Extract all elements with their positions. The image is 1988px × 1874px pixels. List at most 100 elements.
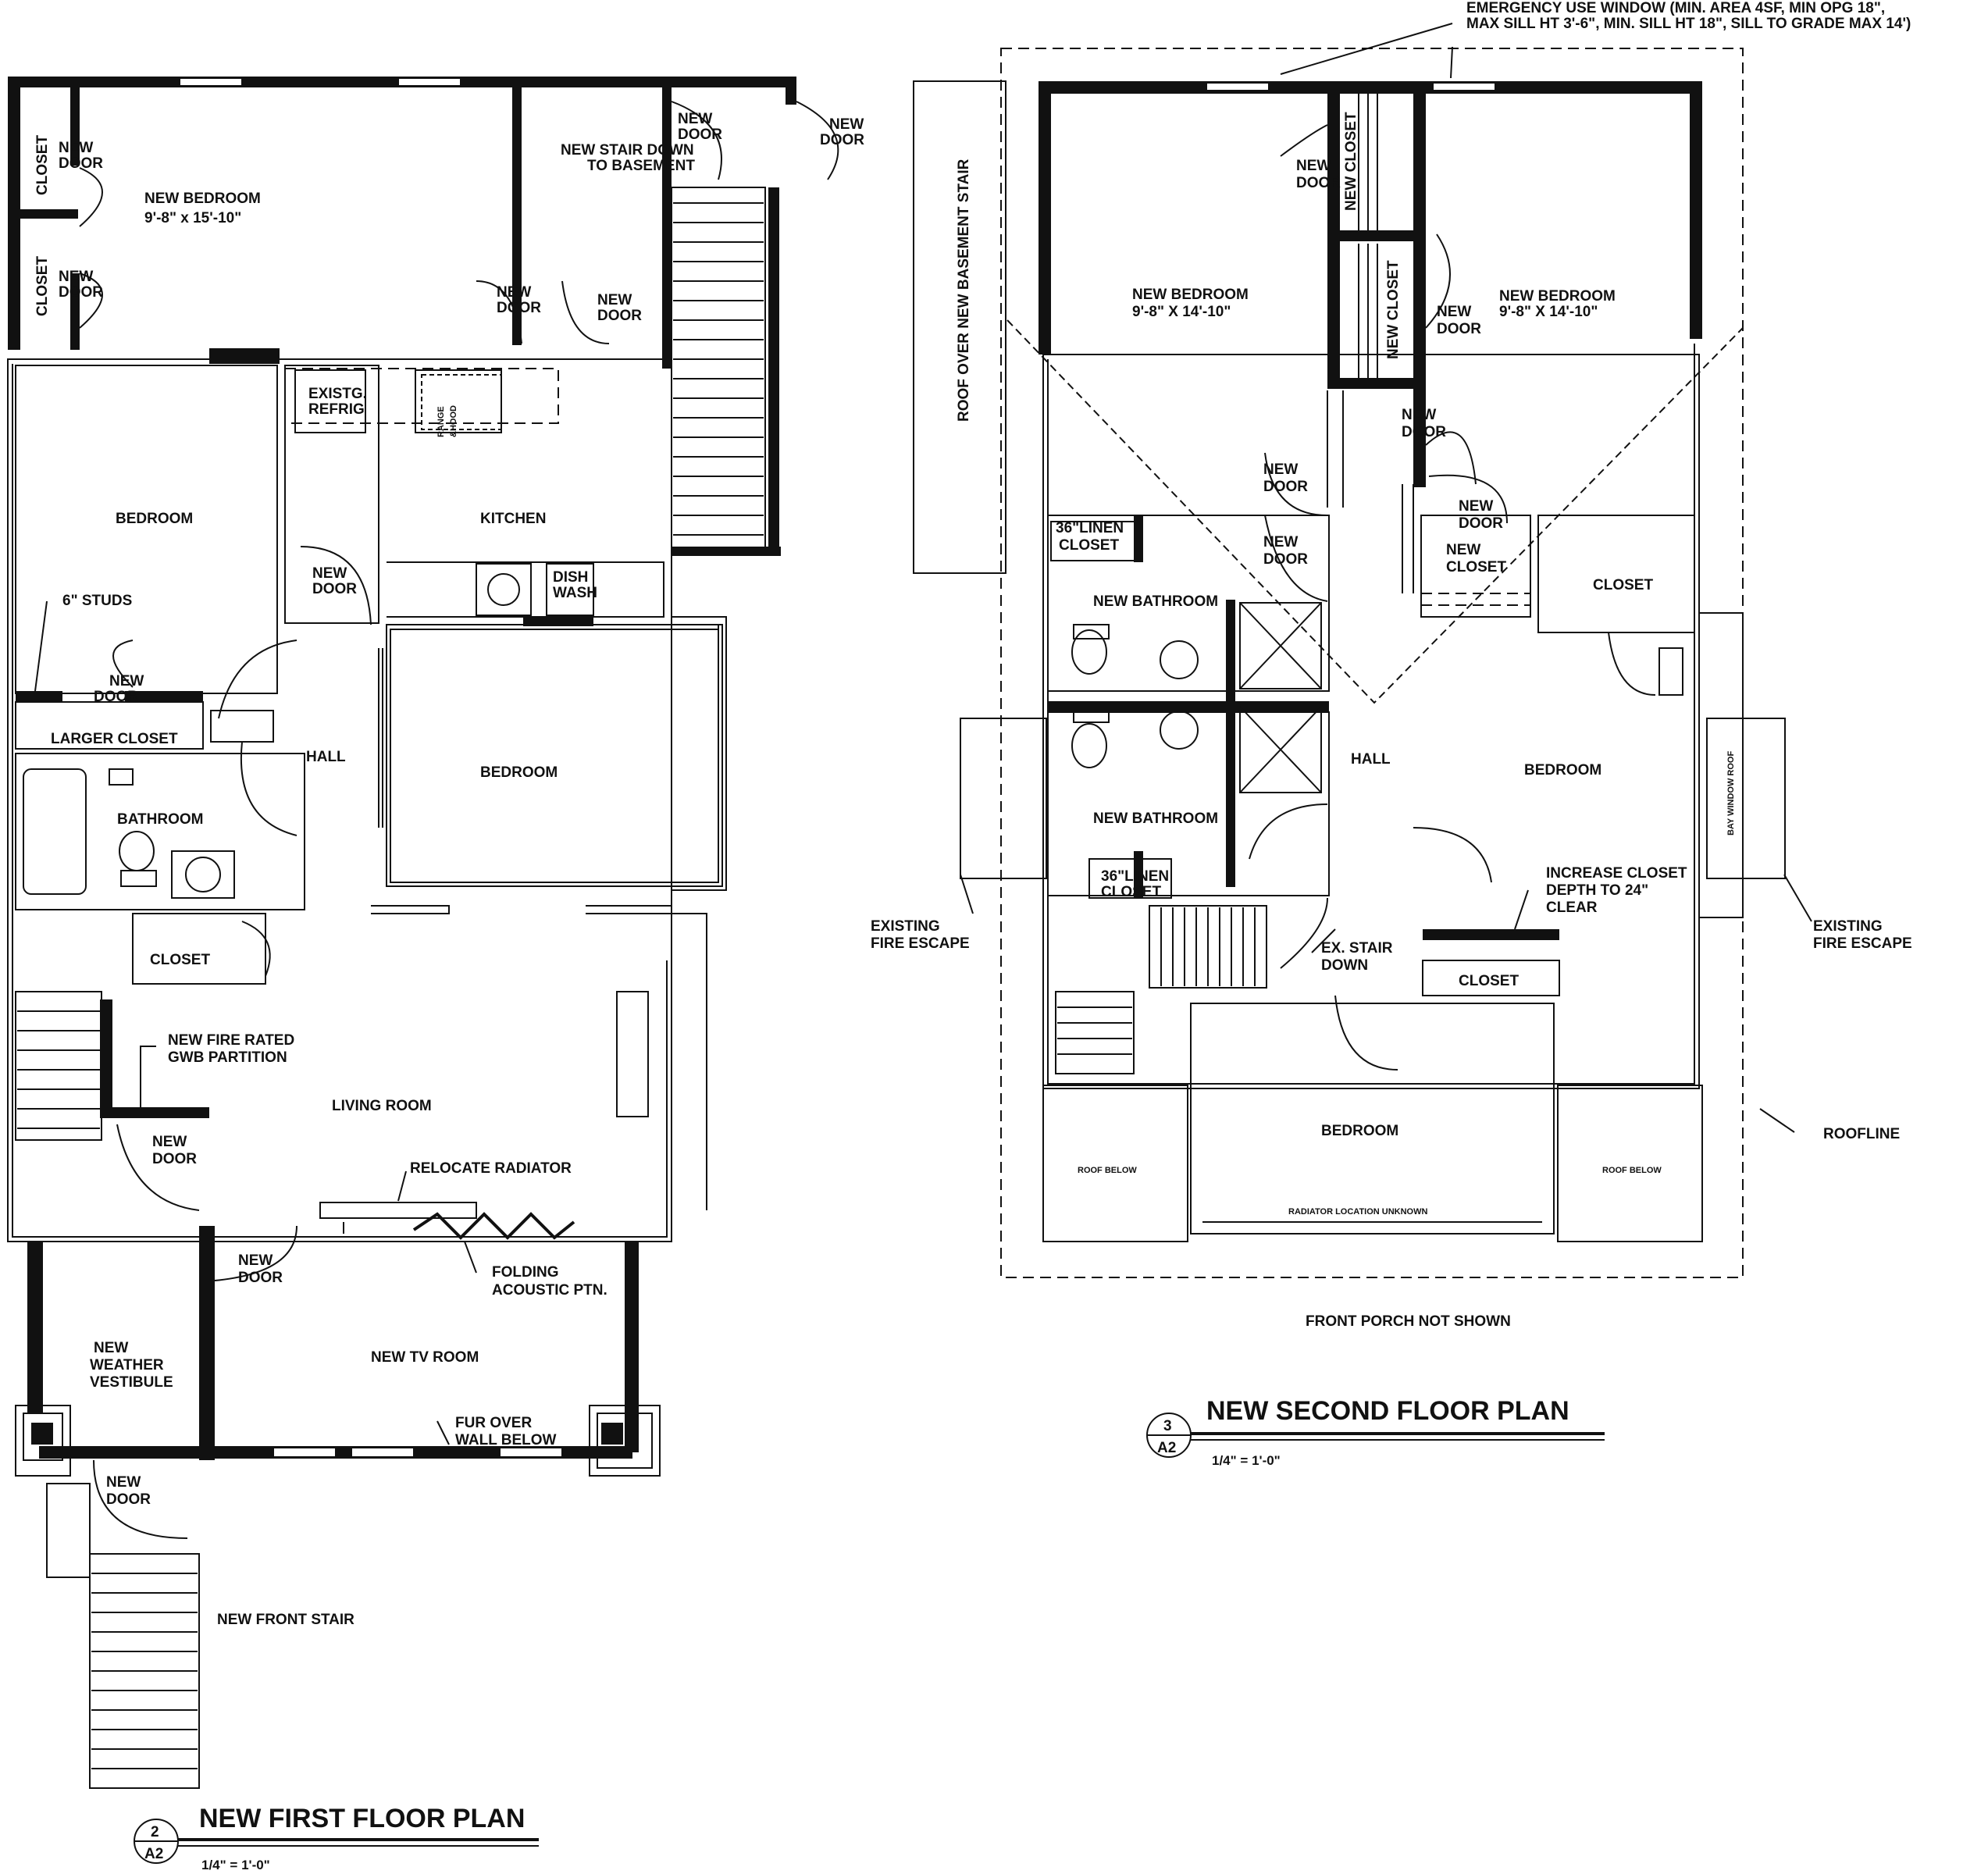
sp-label-bedroom-a: NEW BEDROOM	[1132, 287, 1249, 303]
sp-label-roof-below-l: ROOF BELOW	[1078, 1166, 1137, 1175]
fp-label-new-door-9b: DOOR	[152, 1151, 197, 1167]
sp-label-new-door-6b: DOOR	[1263, 551, 1308, 568]
sp-label-bedroom-a-dim: 9'-8" X 14'-10"	[1132, 304, 1231, 320]
fp-label-closet-c: CLOSET	[150, 952, 210, 968]
fp-scale: 1/4" = 1'-0"	[201, 1858, 270, 1872]
sp-label-new-door-5a: NEW	[1459, 498, 1493, 515]
fp-label-new-door-6b: DOOR	[820, 132, 864, 148]
first-floor-plan: CLOSET CLOSET NEW DOOR NEW DOOR NEW BEDR…	[7, 77, 864, 1872]
sp-label-closet-1: CLOSET	[1593, 577, 1653, 593]
fp-label-new-door-1a: NEW	[59, 140, 93, 156]
fp-label-tv-room: NEW TV ROOM	[371, 1349, 479, 1366]
fp-label-stair-down-a: NEW STAIR DOWN	[561, 142, 694, 159]
sp-label-egress-b: MAX SILL HT 3'-6", MIN. SILL HT 18", SIL…	[1466, 16, 1911, 32]
fp-label-fire-rated-a: NEW FIRE RATED	[168, 1032, 294, 1049]
fp-label-new-door-11b: DOOR	[106, 1491, 151, 1508]
sp-label-fire-escape-r-b: FIRE ESCAPE	[1813, 935, 1912, 952]
sp-label-new-door-1a: NEW	[1296, 158, 1331, 174]
fp-label-bathroom: BATHROOM	[117, 811, 203, 828]
sp-scale: 1/4" = 1'-0"	[1212, 1453, 1281, 1468]
fp-label-fur-b: WALL BELOW	[455, 1432, 557, 1448]
fp-label-folding-b: ACOUSTIC PTN.	[492, 1282, 607, 1299]
fp-label-new-door-8b: DOOR	[94, 689, 138, 705]
sp-label-linen-2b: CLOSET	[1101, 884, 1161, 900]
fp-label-living-room: LIVING ROOM	[332, 1098, 432, 1114]
sp-label-new-closet-3b: CLOSET	[1446, 559, 1506, 575]
sp-label-new-closet-1: NEW CLOSET	[1343, 112, 1359, 211]
sp-label-egress-a: EMERGENCY USE WINDOW (MIN. AREA 4SF, MIN…	[1466, 0, 1885, 16]
fp-label-fire-rated-b: GWB PARTITION	[168, 1049, 287, 1066]
sp-sheet-number: A2	[1157, 1440, 1176, 1456]
fp-label-new-door-7b: DOOR	[312, 581, 357, 597]
sp-label-new-closet-2: NEW CLOSET	[1385, 260, 1402, 359]
fp-drawing-number: 2	[151, 1824, 159, 1840]
fp-label-range-a: RANGE	[436, 406, 446, 437]
fp-label-closet-a: CLOSET	[34, 135, 51, 195]
sp-title: NEW SECOND FLOOR PLAN	[1206, 1396, 1569, 1426]
sp-label-fire-escape-l-b: FIRE ESCAPE	[871, 935, 970, 952]
sp-label-linen-1a: 36"LINEN	[1056, 520, 1124, 536]
sp-label-bedroom-b: NEW BEDROOM	[1499, 288, 1616, 305]
sp-label-new-door-4a: NEW	[1263, 461, 1298, 478]
sp-label-new-door-5b: DOOR	[1459, 515, 1503, 532]
fp-label-dish-b: WASH	[553, 585, 597, 601]
sp-label-radiator-unknown: RADIATOR LOCATION UNKNOWN	[1288, 1207, 1427, 1217]
sp-label-bedroom-c: BEDROOM	[1524, 762, 1601, 778]
sp-label-bedroom-b-dim: 9'-8" X 14'-10"	[1499, 304, 1598, 320]
fp-label-bedroom-left: BEDROOM	[116, 511, 193, 527]
fp-label-new-door-4a: NEW	[597, 292, 632, 308]
basement-stair	[671, 187, 766, 555]
sp-label-new-door-4b: DOOR	[1263, 479, 1308, 495]
sp-label-front-porch: FRONT PORCH NOT SHOWN	[1306, 1313, 1511, 1330]
fp-label-stair-down-b: TO BASEMENT	[587, 158, 695, 174]
fp-label-existg-refrig-b: REFRIG	[308, 401, 365, 418]
first-floor-stair	[15, 991, 102, 1141]
sp-label-bathroom-1: NEW BATHROOM	[1093, 593, 1218, 610]
sp-label-fire-escape-r-a: EXISTING	[1813, 918, 1883, 935]
fp-label-new-door-9a: NEW	[152, 1134, 187, 1150]
fp-sheet-number: A2	[144, 1846, 163, 1862]
fp-label-bedroom-right: BEDROOM	[480, 764, 558, 781]
fp-label-new-door-6a: NEW	[829, 116, 864, 133]
sp-label-bay-window: BAY WINDOW ROOF	[1726, 751, 1736, 835]
fp-label-fur-a: FUR OVER	[455, 1415, 532, 1431]
fp-label-new-bedroom-dim: 9'-8" x 15'-10"	[144, 210, 241, 226]
second-floor-plan: EMERGENCY USE WINDOW (MIN. AREA 4SF, MIN…	[871, 0, 1912, 1468]
first-floor-labels: CLOSET CLOSET NEW DOOR NEW DOOR NEW BEDR…	[34, 111, 864, 1628]
fp-label-new-door-4b: DOOR	[597, 308, 642, 324]
fp-label-dish-a: DISH	[553, 569, 588, 586]
fp-label-new-door-1b: DOOR	[59, 155, 103, 172]
sp-label-new-door-6a: NEW	[1263, 534, 1298, 550]
sp-label-bedroom-d: BEDROOM	[1321, 1123, 1398, 1139]
fp-label-front-stair: NEW FRONT STAIR	[217, 1612, 354, 1628]
sp-label-roofline: ROOFLINE	[1823, 1126, 1900, 1142]
fp-label-new-door-11a: NEW	[106, 1474, 141, 1491]
sp-label-linen-2a: 36"LINEN	[1101, 868, 1169, 885]
fp-label-new-door-5a: NEW	[678, 111, 712, 127]
fp-label-kitchen: KITCHEN	[480, 511, 546, 527]
sp-label-new-closet-3a: NEW	[1446, 542, 1480, 558]
fp-label-new-door-3b: DOOR	[497, 300, 541, 316]
sp-label-fire-escape-l-a: EXISTING	[871, 918, 940, 935]
fp-label-new-door-3a: NEW	[497, 284, 531, 301]
first-floor-title-block: 2 A2 NEW FIRST FLOOR PLAN 1/4" = 1'-0"	[134, 1804, 539, 1872]
sp-label-increase-a: INCREASE CLOSET	[1546, 865, 1687, 882]
fp-label-vestibule-a: NEW	[94, 1340, 128, 1356]
sp-label-new-door-3a: NEW	[1402, 407, 1436, 423]
fp-label-studs: 6" STUDS	[62, 593, 132, 609]
fp-label-range-b: &HOOD	[449, 405, 458, 437]
sp-label-new-door-2b: DOOR	[1437, 321, 1481, 337]
sp-label-new-door-1b: DOOR	[1296, 175, 1341, 191]
fp-label-folding-a: FOLDING	[492, 1264, 559, 1281]
sp-label-increase-c: CLEAR	[1546, 900, 1598, 916]
fp-label-closet-b: CLOSET	[34, 256, 51, 316]
sp-label-linen-1b: CLOSET	[1059, 537, 1119, 554]
fp-label-new-door-7a: NEW	[312, 565, 347, 582]
sp-label-roof-over-stair: ROOF OVER NEW BASEMENT STAIR	[956, 159, 972, 422]
sp-label-bathroom-2: NEW BATHROOM	[1093, 811, 1218, 827]
front-stair	[46, 1483, 200, 1789]
second-floor-title-block: 3 A2 NEW SECOND FLOOR PLAN 1/4" = 1'-0"	[1146, 1396, 1605, 1468]
second-floor-stair	[1055, 905, 1267, 1074]
fp-label-new-door-5b: DOOR	[678, 126, 722, 143]
